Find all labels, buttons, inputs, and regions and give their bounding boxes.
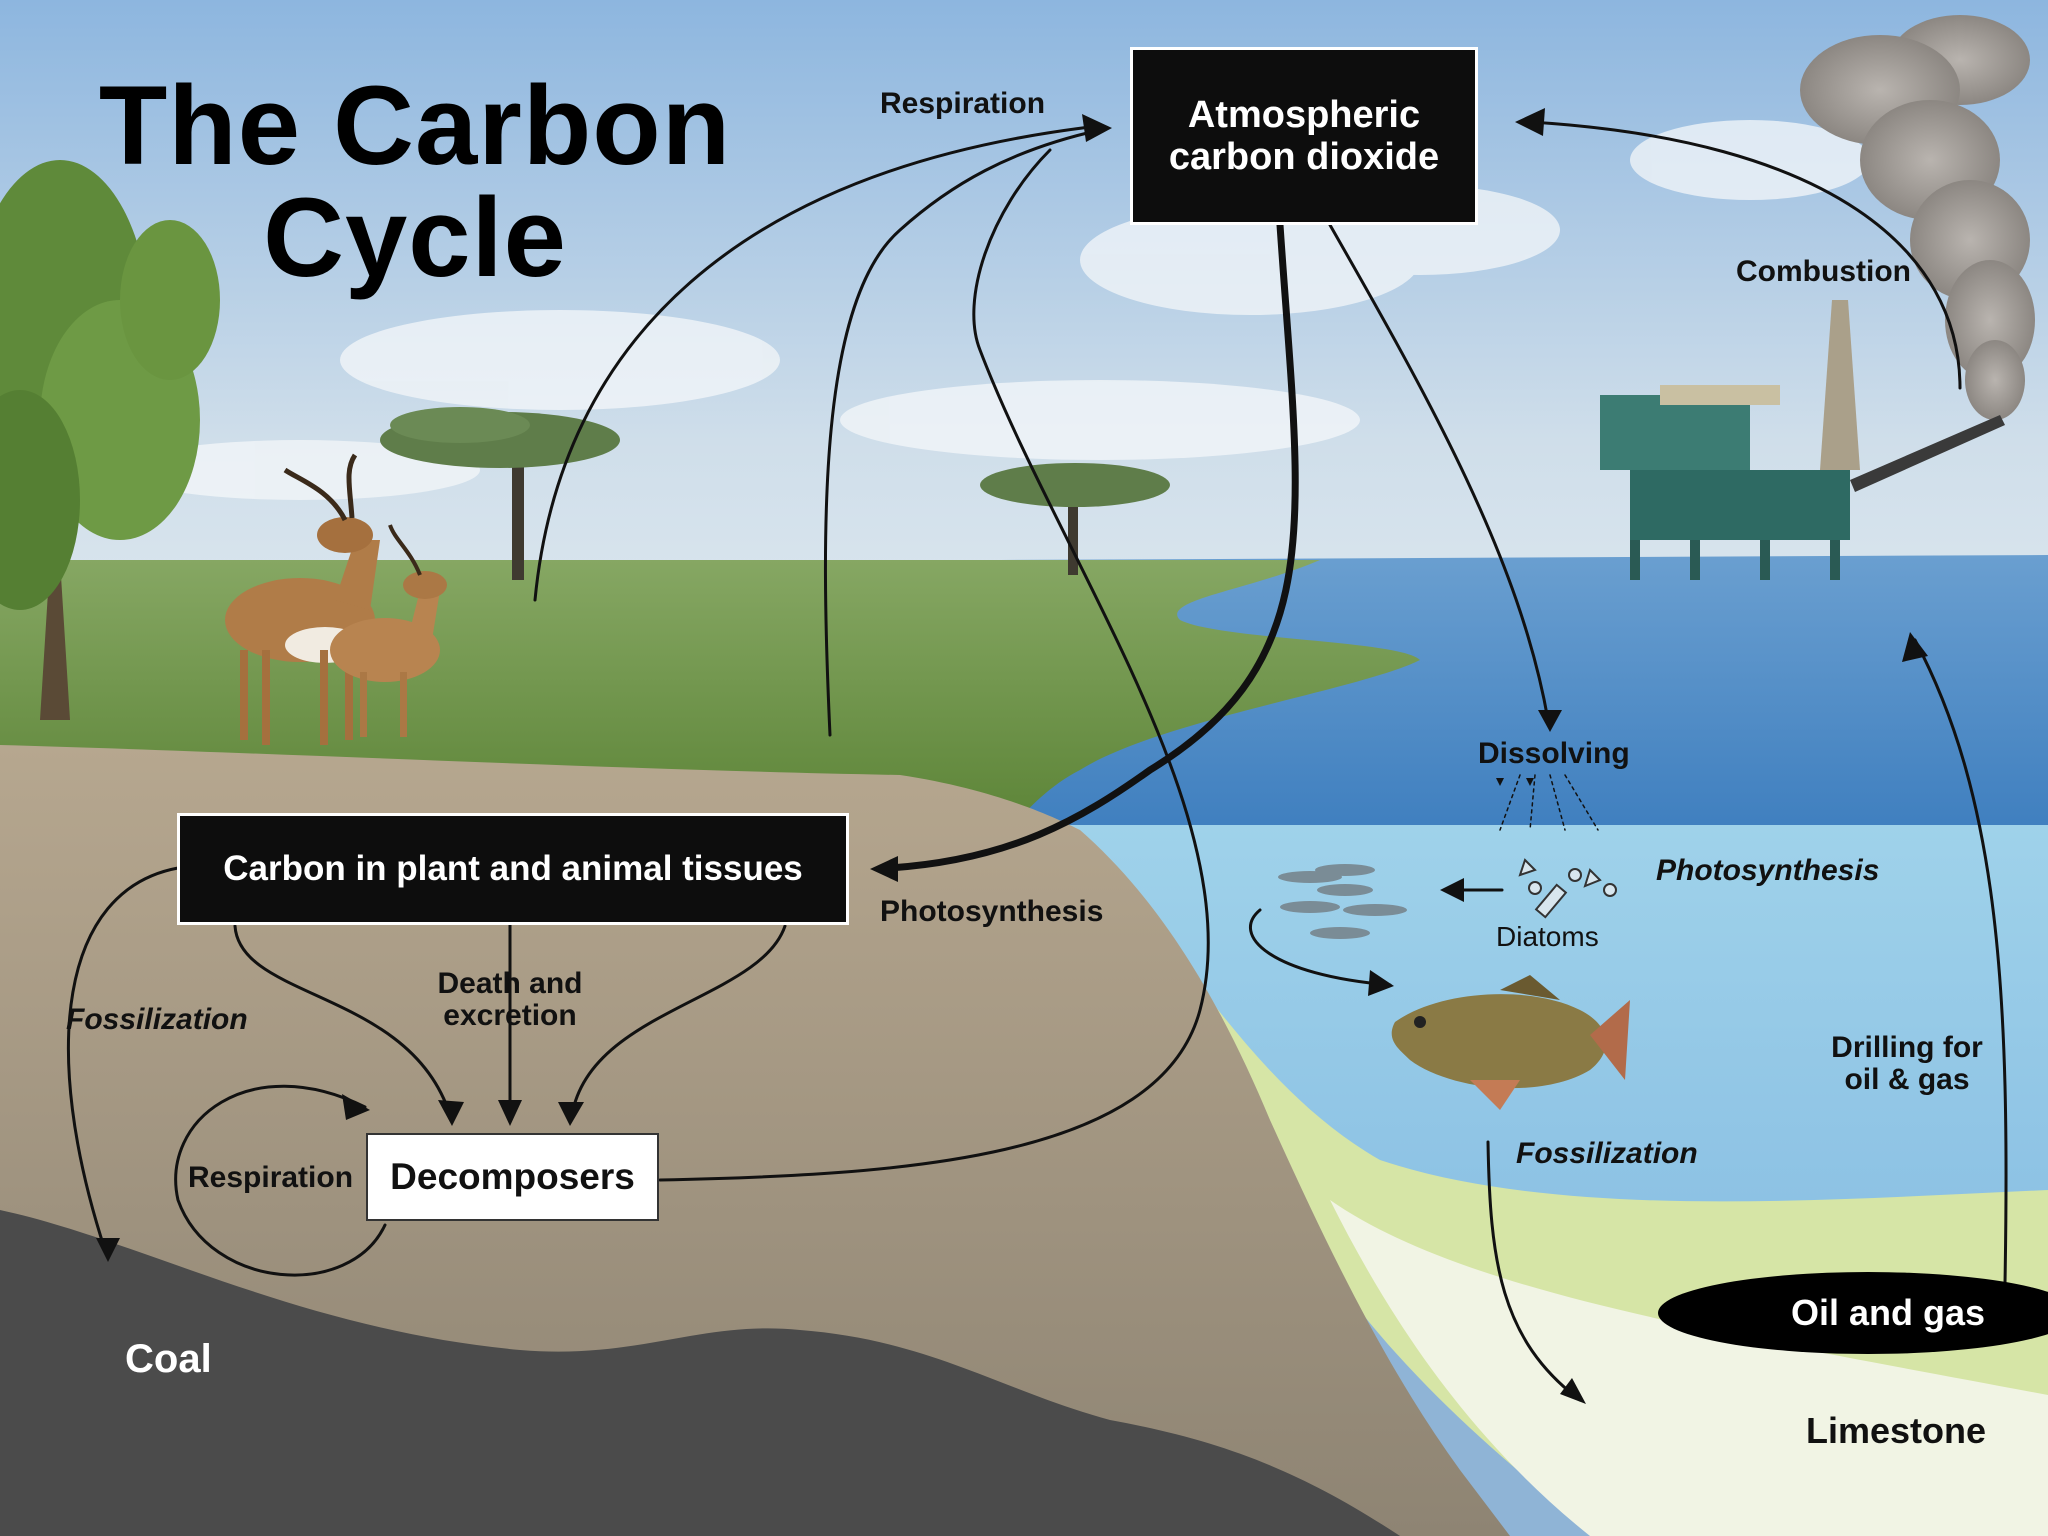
label-diatoms: Diatoms: [1496, 921, 1599, 952]
arrow-tissues-left: [233, 924, 452, 1117]
oil-gas-deposit: Oil and gas: [1658, 1272, 2048, 1354]
arrow-respiration-loop: [174, 1084, 387, 1277]
arrow-dissolving: [1328, 223, 1550, 722]
label-respiration-top: Respiration: [880, 87, 1046, 120]
limestone-layer: [1330, 1200, 2048, 1536]
left-tree: [0, 160, 220, 720]
arrow-respiration-to-atmosphere: [533, 125, 1092, 602]
fish: [1391, 975, 1630, 1110]
label-fossilization-land: Fossilization: [66, 1003, 248, 1036]
sea-surface: [1000, 555, 2048, 830]
coal-layer: [0, 1210, 1400, 1536]
arrow-drilling: [1913, 638, 2008, 1285]
arrow-tissues-right: [570, 924, 787, 1117]
fish-school: [1278, 864, 1407, 939]
decomposers-box: Decomposers: [366, 1133, 659, 1221]
arrow-photosynthesis: [886, 221, 1299, 872]
label-coal: Coal: [125, 1337, 212, 1381]
label-respiration-decomposers: Respiration: [188, 1161, 354, 1194]
label-drilling: Drilling for oil & gas: [1831, 1031, 1983, 1096]
dissolving-flow-lines: [1499, 774, 1599, 831]
arrow-fossilization-sea: [1486, 1140, 1582, 1402]
label-dissolving: Dissolving: [1478, 737, 1630, 770]
antelopes: [225, 453, 447, 745]
diatoms-cluster: [1518, 858, 1617, 919]
smoke-plume: [1800, 15, 2035, 420]
diagram-title: The Carbon Cycle: [98, 63, 732, 300]
label-photosynthesis-sea: Photosynthesis: [1656, 854, 1880, 887]
label-photosynthesis-land: Photosynthesis: [880, 895, 1104, 928]
arrow-heads: [96, 108, 1928, 1404]
label-fossilization-sea: Fossilization: [1516, 1137, 1698, 1170]
label-limestone: Limestone: [1806, 1410, 1987, 1451]
label-death-excretion: Death and excretion: [437, 967, 583, 1032]
arrow-combustion: [1528, 120, 1962, 390]
oil-platform: [1600, 300, 2005, 580]
atmospheric-co2-box: Atmospheric carbon dioxide: [1130, 47, 1478, 225]
plant-animal-tissues-box: Carbon in plant and animal tissues: [177, 813, 849, 925]
acacia-tree-1: [380, 407, 620, 580]
arrow-decomposers-to-atmosphere: [658, 148, 1210, 1182]
acacia-tree-2: [980, 463, 1170, 575]
label-combustion: Combustion: [1736, 255, 1911, 288]
arrow-fish-to-big-fish: [1248, 908, 1392, 987]
arrow-fossilization-land: [67, 866, 180, 1252]
arrow-plants-respiration: [823, 128, 1102, 737]
